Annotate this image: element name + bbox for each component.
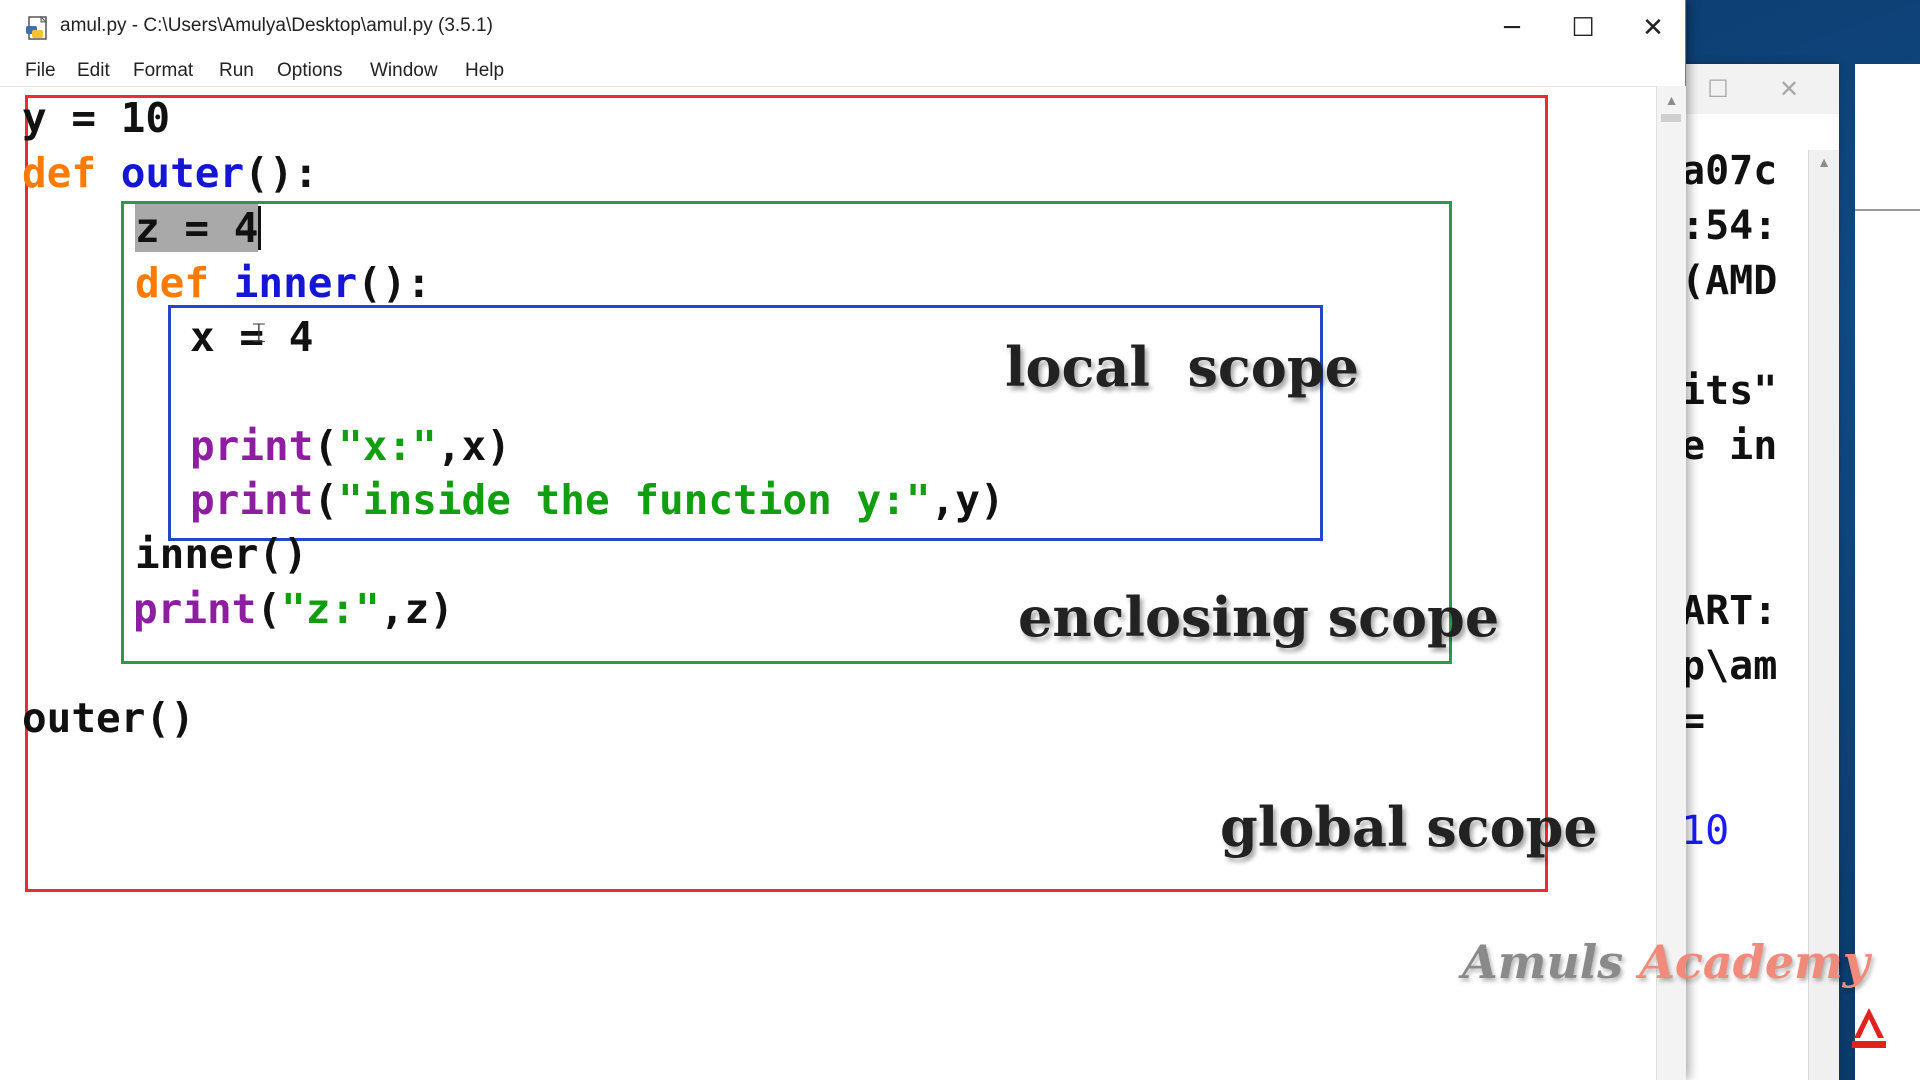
builtin-function: print [190,476,314,524]
shell-output-value: 10 [1681,808,1730,854]
menu-bar: File Edit Format Run Options Window Help [0,56,1685,86]
local-scope-label: local scope [1005,335,1359,399]
title-bar[interactable]: amul.py - C:\Users\Amulya\Desktop\amul.p… [0,0,1685,56]
string-literal: "x:" [338,422,437,470]
shell-close-button[interactable]: ✕ [1778,75,1800,103]
menu-options[interactable]: Options [277,60,343,81]
code-editor[interactable] [0,86,1656,1080]
global-scope-label: global scope [1220,795,1598,859]
code-line[interactable]: inner() [135,528,308,580]
code-line[interactable]: x = 4 [190,311,313,363]
watermark-part: Academy [1639,935,1870,989]
code-text: ,y) [930,476,1005,524]
code-line[interactable]: def inner(): [135,257,431,309]
mouse-ibeam-cursor-icon: 𝙸 [249,316,269,349]
keyword: def [135,259,210,307]
channel-watermark: Amuls Academy [1462,935,1870,989]
editor-scrollbar[interactable]: ▲ [1656,86,1686,1080]
minimize-button[interactable]: ─ [1504,13,1520,43]
code-text: ,x) [436,422,511,470]
close-button[interactable]: ✕ [1642,13,1664,43]
string-literal: "z:" [281,585,380,633]
code-text: ( [313,476,339,524]
function-name: inner [233,259,358,307]
window-title: amul.py - C:\Users\Amulya\Desktop\amul.p… [60,15,493,36]
code-text: (): [244,149,319,197]
code-text: ,z) [379,585,454,633]
local-scope-box [168,305,1323,541]
shell-line: ART: [1681,588,1778,634]
menu-file[interactable]: File [25,60,56,81]
keyword: def [22,149,97,197]
code-text: outer() [22,694,195,742]
shell-maximize-button[interactable]: ☐ [1707,75,1729,103]
maximize-button[interactable]: ☐ [1571,13,1595,43]
code-text: ( [256,585,282,633]
code-text: y = 10 [22,94,171,142]
shell-line: p\am [1681,643,1778,689]
enclosing-scope-label: enclosing scope [1018,585,1500,649]
shell-title-bar[interactable]: ☐ ✕ [1661,64,1839,114]
channel-logo-icon [1852,1008,1886,1048]
shell-line: (AMD [1681,258,1778,304]
code-text: inner() [135,530,308,578]
string-literal: "inside the function y:" [338,476,931,524]
code-text: (): [357,259,432,307]
code-line[interactable]: def outer(): [22,147,318,199]
code-text: ( [313,422,339,470]
shell-output[interactable]: a07c :54: (AMD its" e in ART: p\am = 10 [1681,144,1831,1080]
shell-line: a07c [1681,148,1778,194]
menu-format[interactable]: Format [133,60,194,81]
python-file-icon [26,15,48,40]
code-line[interactable]: print("x:",x) [190,420,511,472]
scroll-up-arrow-icon[interactable]: ▲ [1817,154,1831,170]
divider [1855,209,1920,211]
function-name: outer [120,149,245,197]
global-scope-box [25,95,1548,892]
scrollbar-thumb[interactable] [1661,114,1681,122]
menu-run[interactable]: Run [219,60,254,81]
code-line[interactable]: z = 4 [135,202,262,254]
builtin-function: print [133,585,257,633]
menu-edit[interactable]: Edit [77,60,110,81]
enclosing-scope-box [121,201,1452,664]
shell-line: :54: [1681,203,1778,249]
shell-line: its" [1681,368,1778,414]
text-cursor [258,206,262,250]
watermark-part: Amuls [1462,935,1640,989]
builtin-function: print [190,422,314,470]
background-window [1855,64,1920,1080]
idle-editor-window[interactable]: amul.py - C:\Users\Amulya\Desktop\amul.p… [0,0,1686,1080]
scroll-up-arrow-icon[interactable]: ▲ [1664,92,1679,108]
selected-text: z = 4 [135,204,259,252]
code-line[interactable]: outer() [22,692,195,744]
shell-scrollbar[interactable]: ▲ [1808,150,1839,1080]
code-line[interactable]: print("inside the function y:",y) [190,474,1005,526]
menu-help[interactable]: Help [465,60,505,81]
code-line[interactable]: y = 10 [22,92,170,144]
menu-window[interactable]: Window [370,60,438,81]
code-text: x = 4 [190,313,314,361]
code-line[interactable]: print("z:",z) [133,583,454,635]
